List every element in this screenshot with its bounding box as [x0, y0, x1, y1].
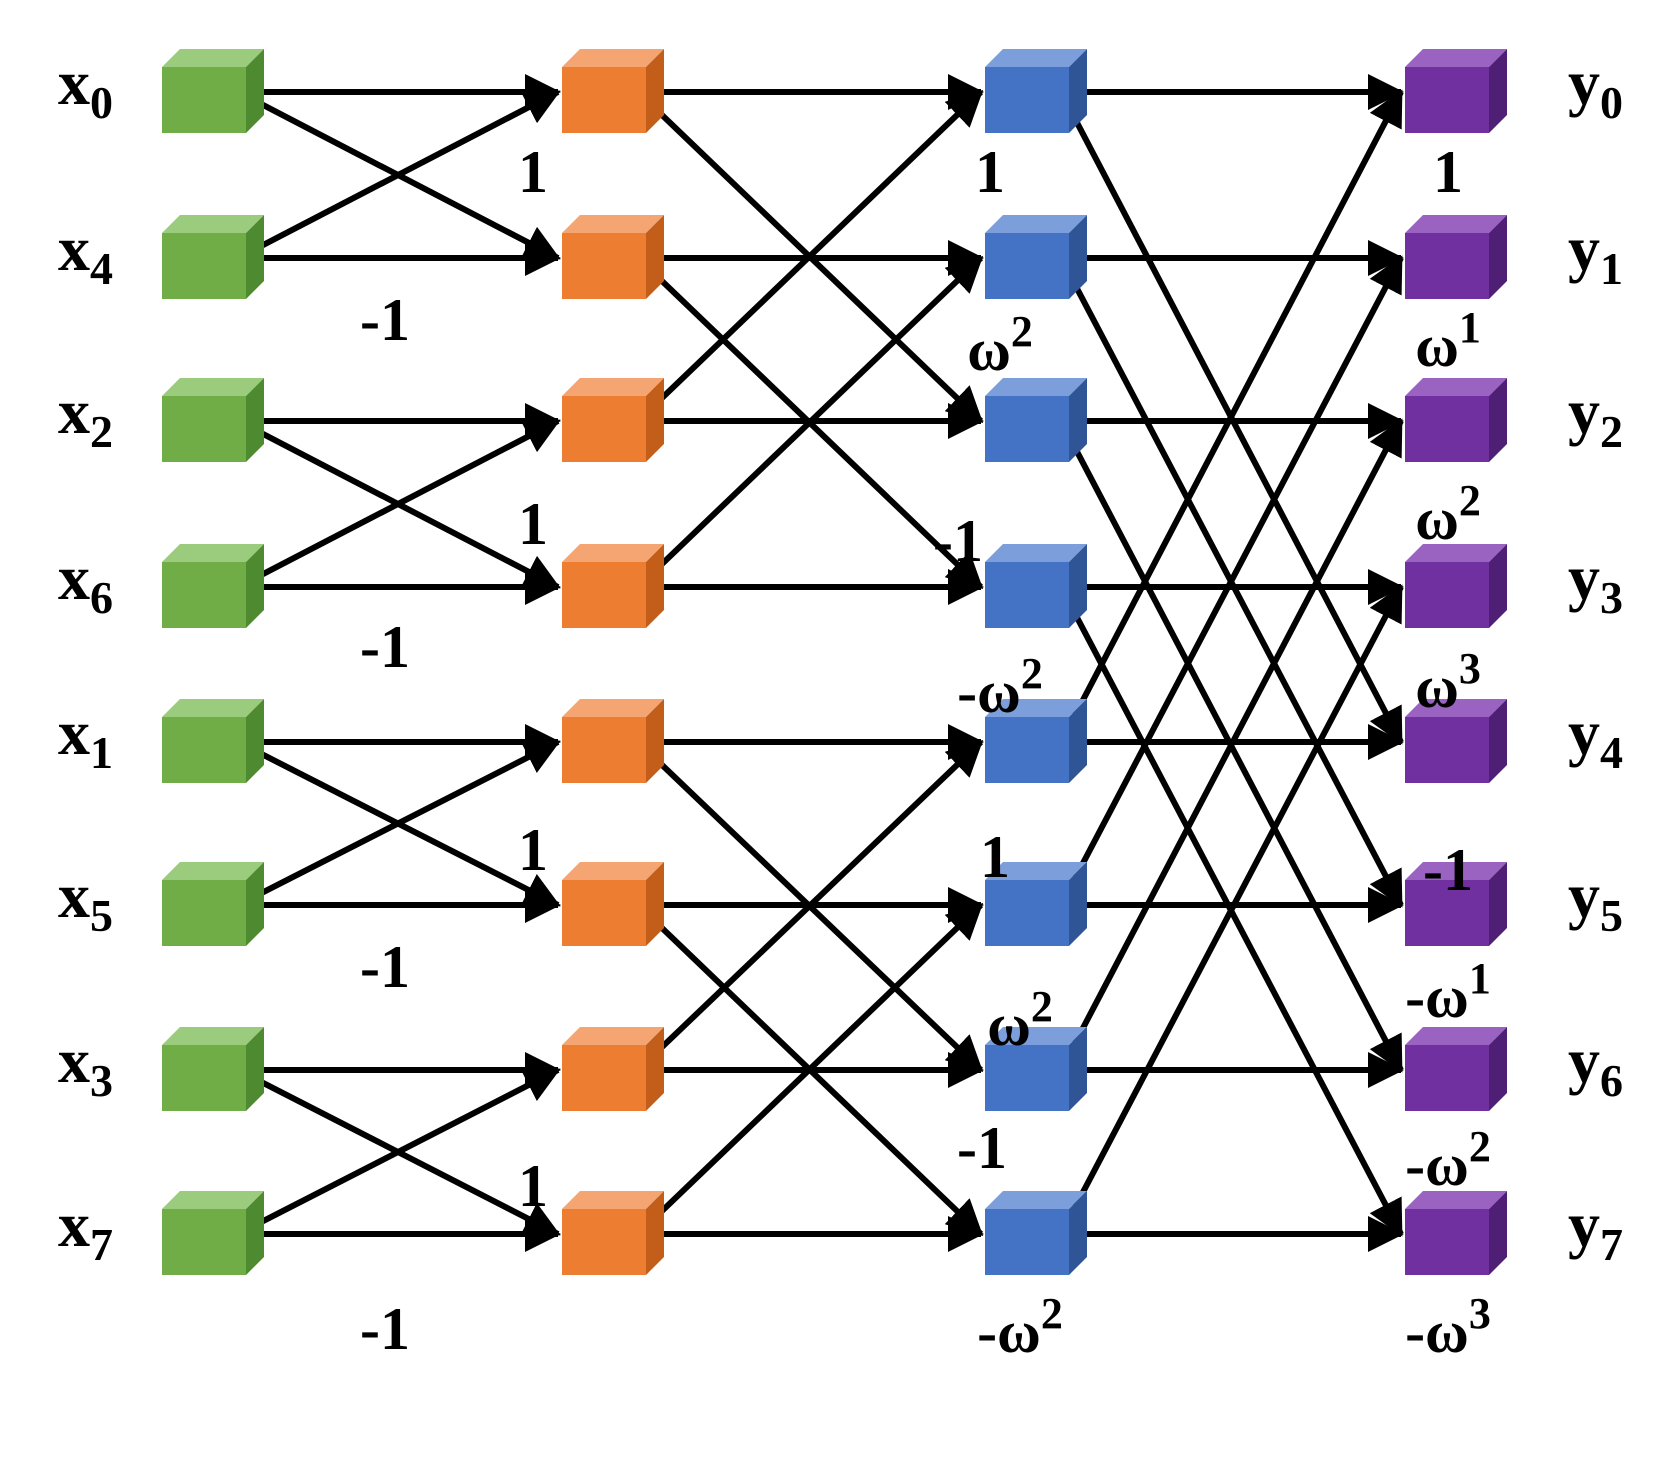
node-col0-row2 — [162, 378, 264, 462]
stage3-weight-2: ω2 — [1415, 476, 1481, 552]
stage2-weight-4: 1 — [980, 824, 1010, 890]
output-label-y6: y6 — [1568, 1025, 1623, 1106]
stage2-weight-6: -1 — [957, 1115, 1007, 1181]
stage3-weight-4: -1 — [1423, 837, 1473, 903]
node-col0-row7 — [162, 1191, 264, 1275]
arrow-stage2-7-to-5 — [635, 902, 984, 1237]
input-label-x2: x2 — [58, 376, 113, 457]
stage2-weight-1: ω2 — [967, 307, 1033, 383]
output-label-y7: y7 — [1568, 1189, 1623, 1270]
node-col3-row0 — [1405, 49, 1507, 133]
stage2-weight-3: -ω2 — [957, 649, 1043, 725]
node-col1-row0 — [562, 49, 664, 133]
stage1-weight-2: 1 — [518, 491, 548, 557]
stage2-weight-2: -1 — [933, 508, 983, 574]
stage2-weight-5: ω2 — [987, 982, 1053, 1058]
arrow-stage1-7-to-6 — [236, 1067, 561, 1237]
node-col3-row4 — [1405, 699, 1507, 783]
arrow-stage1-1-to-0 — [236, 89, 561, 261]
output-label-y4: y4 — [1568, 697, 1623, 778]
arrow-stage1-3-to-2 — [236, 418, 561, 590]
stage3-weight-1: ω1 — [1415, 303, 1481, 379]
node-col1-row3 — [562, 544, 664, 628]
stage2-weight-7: -ω2 — [977, 1289, 1063, 1365]
arrow-stage1-5-to-4 — [236, 739, 561, 908]
diagram-labels: x0 x4 x2 x6 x1 x5 x3 x7 y0 y1 y2 y3 y4 y5 y6 y7 1 -1 1 -1 1 -… — [58, 47, 1623, 1365]
node-col0-row1 — [162, 215, 264, 299]
output-label-y2: y2 — [1568, 376, 1623, 457]
arrow-stage3-4-to-0 — [1058, 89, 1404, 744]
input-label-x6: x6 — [58, 542, 113, 623]
node-col2-row1 — [985, 215, 1087, 299]
node-col3-row3 — [1405, 544, 1507, 628]
output-label-y0: y0 — [1568, 47, 1623, 128]
node-col3-row2 — [1405, 378, 1507, 462]
node-col1-row6 — [562, 1027, 664, 1111]
node-col1-row5 — [562, 862, 664, 946]
connection-arrows — [236, 74, 1404, 1252]
input-label-x4: x4 — [58, 213, 113, 294]
output-label-y3: y3 — [1568, 542, 1623, 623]
input-label-x3: x3 — [58, 1025, 113, 1106]
stage1-weight-4: 1 — [518, 817, 548, 883]
node-col1-row1 — [562, 215, 664, 299]
stage3-weight-5: -ω1 — [1405, 954, 1491, 1030]
node-col1-row4 — [562, 699, 664, 783]
node-col2-row3 — [985, 544, 1087, 628]
node-columns — [162, 49, 1507, 1275]
stage3-weight-7: -ω3 — [1405, 1289, 1491, 1365]
stage3-weight-6: -ω2 — [1405, 1122, 1491, 1198]
stage2-weight-0: 1 — [975, 139, 1005, 205]
arrow-stage3-6-to-2 — [1058, 418, 1404, 1072]
node-col2-row4 — [985, 699, 1087, 783]
input-label-x1: x1 — [58, 697, 113, 778]
node-col2-row6 — [985, 1027, 1087, 1111]
node-col0-row5 — [162, 862, 264, 946]
stage1-weight-3: -1 — [360, 614, 410, 680]
node-col2-row0 — [985, 49, 1087, 133]
node-col0-row3 — [162, 544, 264, 628]
node-col2-row7 — [985, 1191, 1087, 1275]
node-col0-row0 — [162, 49, 264, 133]
stage3-weight-3: ω3 — [1415, 644, 1481, 720]
arrow-stage2-3-to-1 — [635, 255, 984, 590]
arrow-stage3-5-to-1 — [1058, 255, 1404, 907]
stage1-weight-6: 1 — [518, 1153, 548, 1219]
node-col0-row6 — [162, 1027, 264, 1111]
node-col2-row5 — [985, 862, 1087, 946]
node-col3-row1 — [1405, 215, 1507, 299]
output-label-y1: y1 — [1568, 213, 1623, 294]
input-label-x0: x0 — [58, 47, 113, 128]
node-col3-row6 — [1405, 1027, 1507, 1111]
node-col3-row5 — [1405, 862, 1507, 946]
node-col3-row7 — [1405, 1191, 1507, 1275]
node-col1-row2 — [562, 378, 664, 462]
stage3-weight-0: 1 — [1433, 139, 1463, 205]
input-label-x5: x5 — [58, 860, 113, 941]
stage1-weight-7: -1 — [360, 1296, 410, 1362]
input-label-x7: x7 — [58, 1189, 113, 1270]
arrow-stage2-2-to-0 — [635, 89, 984, 424]
node-col1-row7 — [562, 1191, 664, 1275]
arrow-stage2-6-to-4 — [635, 739, 984, 1073]
stage1-weight-5: -1 — [360, 934, 410, 1000]
output-label-y5: y5 — [1568, 860, 1623, 941]
stage1-weight-1: -1 — [360, 287, 410, 353]
stage1-weight-0: 1 — [518, 139, 548, 205]
node-col2-row2 — [985, 378, 1087, 462]
node-col0-row4 — [162, 699, 264, 783]
arrow-stage3-7-to-3 — [1058, 584, 1404, 1236]
